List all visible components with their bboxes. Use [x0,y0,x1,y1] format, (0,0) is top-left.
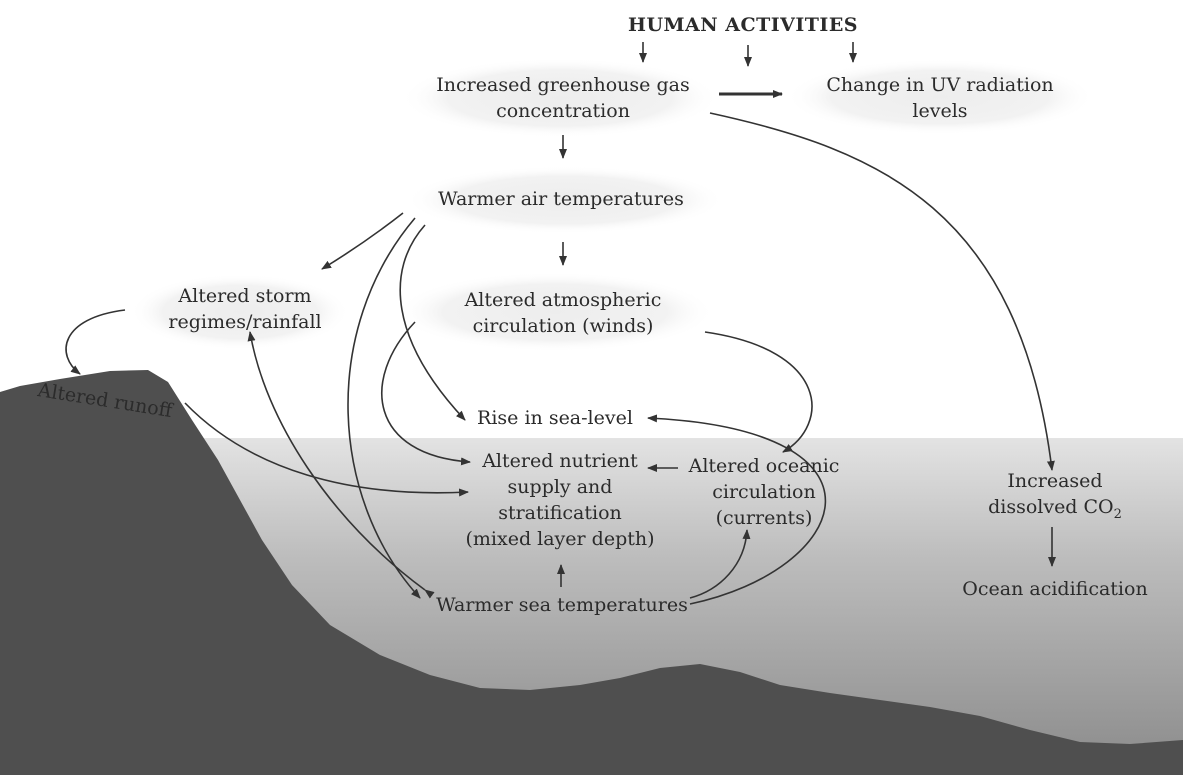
node-atmospheric-circulation: Altered atmospheric circulation (winds) [444,287,682,339]
node-storm-regimes-line2: regimes/rainfall [150,309,340,335]
co2-text: dissolved CO [988,496,1114,518]
node-oceanic-circulation: Altered oceanic circulation (currents) [674,453,854,531]
node-nutrient-line2: supply and [440,474,680,500]
node-dissolved-co2-line1: Increased [975,468,1135,494]
node-storm-regimes: Altered storm regimes/rainfall [150,283,340,335]
node-uv-radiation: Change in UV radiation levels [808,72,1072,124]
node-storm-regimes-line1: Altered storm [150,283,340,309]
human-activities-title: HUMAN ACTIVITIES [628,12,858,38]
node-greenhouse-gas-line1: Increased greenhouse gas [428,72,698,98]
node-warmer-sea: Warmer sea temperatures [428,592,696,618]
node-atmospheric-circulation-line2: circulation (winds) [444,313,682,339]
node-nutrient-line1: Altered nutrient [440,448,680,474]
node-nutrient-line4: (mixed layer depth) [440,526,680,552]
node-greenhouse-gas: Increased greenhouse gas concentration [428,72,698,124]
node-oceanic-line3: (currents) [674,505,854,531]
node-dissolved-co2-line2: dissolved CO2 [975,494,1135,520]
node-dissolved-co2: Increased dissolved CO2 [975,468,1135,520]
node-ocean-acidification: Ocean acidification [955,576,1155,602]
node-nutrient-line3: stratification [440,500,680,526]
node-atmospheric-circulation-line1: Altered atmospheric [444,287,682,313]
node-oceanic-line1: Altered oceanic [674,453,854,479]
co2-subscript: 2 [1114,507,1122,522]
node-sea-level: Rise in sea-level [470,405,640,431]
node-uv-radiation-line1: Change in UV radiation [808,72,1072,98]
node-uv-radiation-line2: levels [808,98,1072,124]
node-nutrient-supply: Altered nutrient supply and stratificati… [440,448,680,552]
node-greenhouse-gas-line2: concentration [428,98,698,124]
node-oceanic-line2: circulation [674,479,854,505]
node-warmer-air: Warmer air temperatures [426,186,696,212]
